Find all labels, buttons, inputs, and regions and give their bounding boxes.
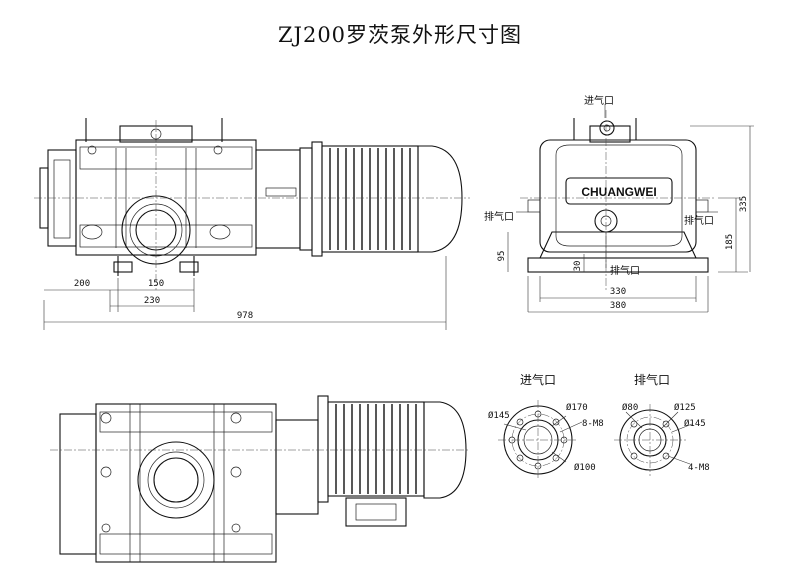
motor-fins-plan (335, 404, 417, 494)
outlet-label-left: 排气口 (484, 210, 514, 223)
outlet-d125: Ø125 (674, 402, 696, 413)
outlet-d80: Ø80 (622, 402, 638, 413)
inlet-flange-detail: 进气口 Ø145 Ø170 8-M8 Ø100 (488, 372, 604, 480)
dim-380: 380 (610, 301, 626, 311)
outlet-holes: 4-M8 (688, 463, 710, 473)
inlet-d170: Ø170 (566, 402, 588, 413)
dim-335: 335 (739, 196, 749, 212)
side-view: CHUANGWEI 进气口 排气口 排气口 排气口 330 380 (484, 94, 754, 313)
inlet-label-side: 进气口 (584, 94, 614, 107)
dim-330: 330 (610, 287, 626, 297)
dim-200: 200 (74, 279, 90, 289)
outlet-d145: Ø145 (684, 418, 706, 429)
outlet-flange-detail: 排气口 Ø80 Ø125 Ø145 4-M8 (614, 372, 710, 476)
dim-978: 978 (237, 311, 253, 321)
dim-150: 150 (148, 279, 164, 289)
dim-95: 95 (497, 251, 507, 262)
dim-230: 230 (144, 296, 160, 306)
inlet-d145: Ø145 (488, 410, 510, 421)
dim-30: 30 (573, 261, 583, 272)
drawing-title: ZJ200罗茨泵外形尺寸图 (278, 23, 522, 47)
motor-fins-front (329, 148, 411, 250)
dim-185: 185 (725, 234, 735, 250)
inlet-d100: Ø100 (574, 462, 596, 473)
outlet-flange-title: 排气口 (634, 372, 670, 387)
brand-nameplate: CHUANGWEI (581, 185, 656, 199)
outlet-label-right: 排气口 (684, 214, 714, 227)
outlet-label-bottom: 排气口 (610, 264, 640, 277)
front-view: 200 150 230 978 (34, 118, 470, 330)
plan-view (50, 395, 470, 563)
inlet-flange-title: 进气口 (520, 372, 556, 387)
inlet-holes: 8-M8 (582, 419, 604, 429)
